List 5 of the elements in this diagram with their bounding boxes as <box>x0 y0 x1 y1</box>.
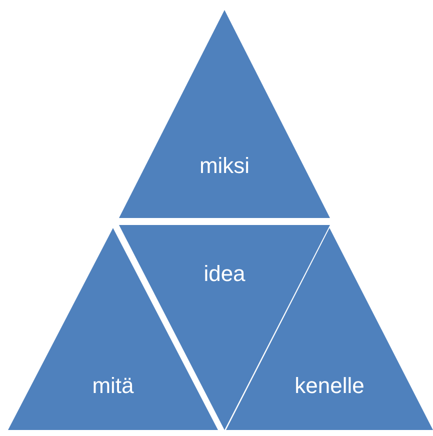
triangle-label: kenelle <box>294 372 364 399</box>
triangle-shape <box>119 10 330 218</box>
triangle-label: miksi <box>199 153 250 179</box>
triangle-label: idea <box>204 261 246 288</box>
triangle-label: mitä <box>92 372 134 399</box>
